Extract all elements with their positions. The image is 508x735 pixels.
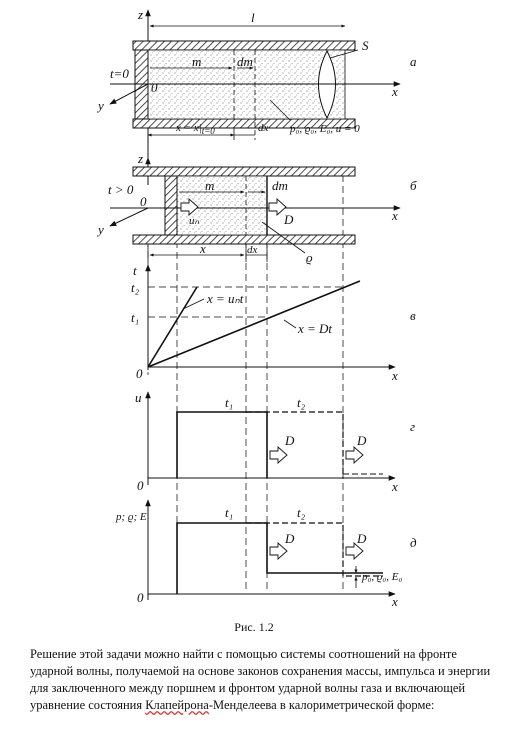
t1-label: t₁	[225, 395, 233, 410]
shock-velocity-label-2: D	[356, 433, 367, 448]
origin-label: 0	[137, 478, 144, 493]
x-position-label: x = x|t=0	[175, 122, 215, 136]
t1-label: t₁	[131, 310, 139, 325]
shock-velocity-label-2: D	[356, 531, 367, 546]
time-label: t=0	[110, 66, 129, 81]
t2-label: t₂	[297, 395, 306, 410]
shock-velocity-label-1: D	[284, 531, 295, 546]
t1-label: t₁	[225, 505, 233, 520]
x-axis-label: x	[391, 479, 398, 494]
mass-label: m	[192, 54, 201, 69]
origin-label: 0	[136, 366, 143, 381]
panel-letter: г	[410, 419, 415, 434]
panel-letter: а	[410, 54, 417, 69]
area-label: S	[362, 38, 369, 53]
body-paragraph: Решение этой задачи можно найти с помощь…	[30, 646, 492, 714]
piston-path-label: x = uₙt	[206, 291, 244, 306]
mass-label: m	[205, 178, 214, 193]
origin-label: 0	[151, 80, 158, 95]
x-axis-label: x	[391, 208, 398, 223]
origin-label: 0	[140, 194, 147, 209]
figure-caption: Рис. 1.2	[234, 620, 274, 634]
shock-velocity-label-1: D	[284, 433, 295, 448]
density-label: ϱ	[306, 250, 313, 265]
y-axis-label: y	[96, 98, 104, 113]
panel-letter: в	[410, 308, 416, 323]
t-axis-label: t	[133, 263, 137, 278]
x-axis-label: x	[391, 84, 398, 99]
dm-label: dm	[237, 54, 253, 69]
x-label: x	[199, 241, 206, 256]
piston-velocity-label: uₙ	[189, 215, 200, 227]
u-axis-label: u	[135, 390, 142, 405]
y-axis-label: p; ϱ; E	[115, 511, 147, 523]
shock-path-label: x = Dt	[297, 321, 332, 336]
origin-label: 0	[137, 590, 144, 605]
t2-label: t₂	[131, 280, 140, 295]
initial-state-label: p₀, ϱ₀, E₀, u = 0	[289, 123, 360, 135]
time-label: t > 0	[108, 182, 134, 197]
spellcheck-word: Клапейрона	[145, 698, 209, 712]
panel-b: z t > 0 0 y x m dm uₙ D x dx ϱ б	[96, 151, 417, 265]
z-label: z	[137, 151, 143, 166]
paragraph-text-2: -Менделеева в калориметрической форме:	[208, 698, 435, 712]
dx-label: dx	[258, 122, 269, 134]
front-velocity-label: D	[283, 212, 294, 227]
dx-label: dx	[247, 244, 258, 256]
z-label: z	[137, 7, 143, 22]
panel-g: u t₁ t₂ D D 0 x г	[135, 390, 415, 494]
panel-v: t t₂ t₁ 0 x x = uₙt x = Dt в	[131, 263, 416, 383]
panel-a: z l t=0 0 y x m dm S x = x|t=0 dx p₀, ϱ₀…	[96, 7, 417, 160]
x-axis-label: x	[391, 368, 398, 383]
panel-letter: б	[410, 178, 417, 193]
panel-d: p; ϱ; E t₁ t₂ D D 0 x p₀, ϱ₀, E₀ д	[115, 499, 417, 609]
x-axis-label: x	[391, 594, 398, 609]
y-axis-label: y	[96, 222, 104, 237]
dm-label: dm	[272, 178, 288, 193]
panel-letter: д	[410, 535, 417, 550]
t2-label: t₂	[297, 505, 306, 520]
length-label: l	[251, 10, 255, 25]
initial-state-label: p₀, ϱ₀, E₀	[361, 571, 402, 583]
figure-1-2: z l t=0 0 y x m dm S x = x|t=0 dx p₀, ϱ₀…	[96, 7, 417, 609]
paragraph-text-1: Решение этой задачи можно найти с помощь…	[30, 647, 491, 712]
